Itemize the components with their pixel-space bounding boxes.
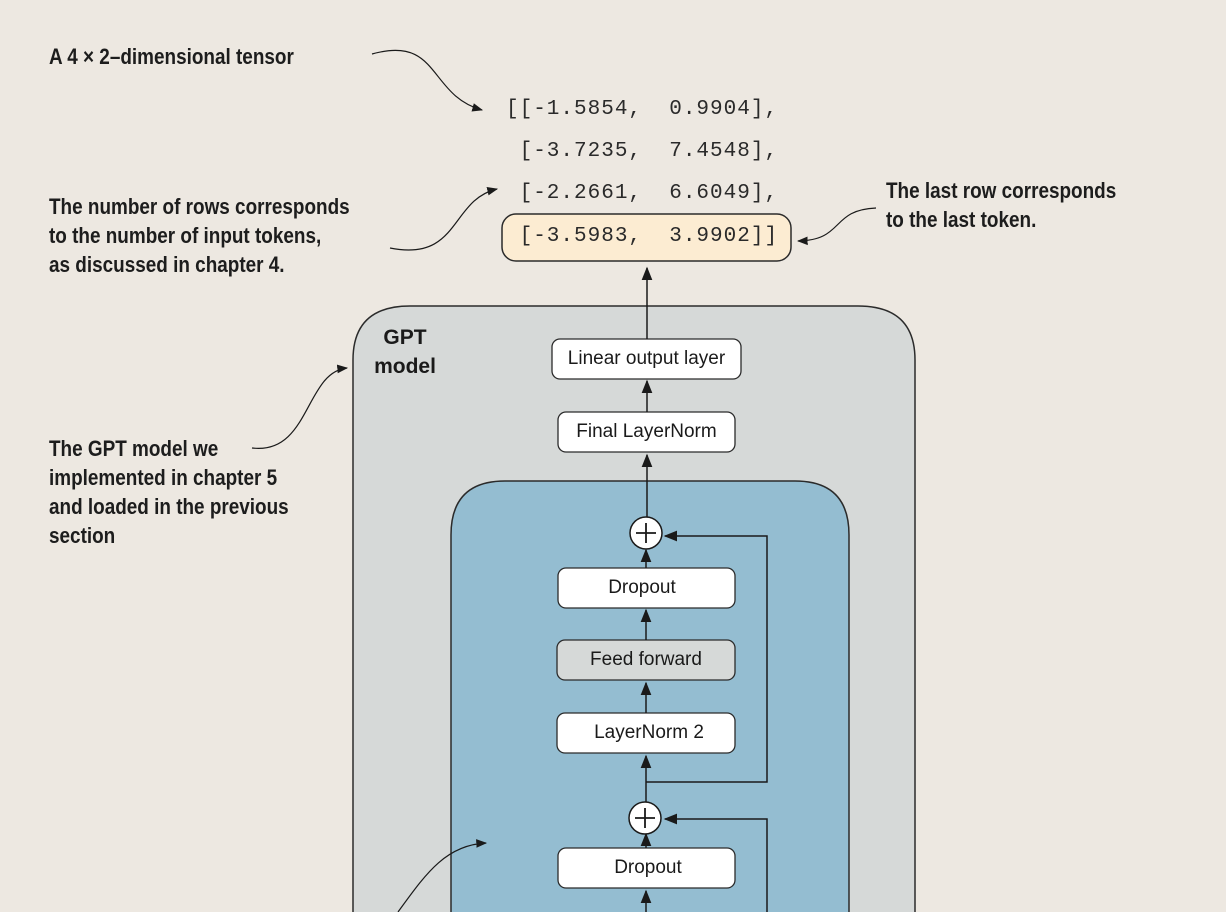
rows-note-line-3: as discussed in chapter 4. [49, 252, 285, 277]
rows-note: The number of rows corresponds to the nu… [49, 192, 350, 279]
dropout-1-label: Dropout [608, 577, 676, 598]
gpt-note-line-4: section [49, 523, 116, 548]
tensor-row-1: [[-1.5854, 0.9904], [506, 98, 779, 121]
final-layernorm-label: Final LayerNorm [576, 421, 717, 442]
rows-note-line-1: The number of rows corresponds [49, 194, 350, 219]
shortcut-connection-1 [646, 530, 768, 783]
rows-note-line-2: to the number of input tokens, [49, 223, 322, 248]
linear-output-layer-label: Linear output layer [567, 348, 726, 369]
tensor-caption-text: A 4 × 2–dimensional tensor [49, 44, 294, 69]
tensor-row-2: [-3.7235, 7.4548], [506, 140, 779, 163]
gpt-model-label: GPT model [362, 323, 448, 381]
last-row-note-line-2: to the last token. [886, 207, 1037, 232]
callout-rows-note [389, 187, 499, 251]
gpt-model-label-line-2: model [374, 355, 436, 378]
dropout-2-label: Dropout [614, 857, 682, 878]
last-row-note-line-1: The last row corresponds [886, 178, 1117, 203]
transformer-block [450, 480, 850, 912]
layernorm-2-label: LayerNorm 2 [594, 722, 704, 743]
feed-forward-label: Feed forward [590, 649, 702, 670]
gpt-note-line-2: implemented in chapter 5 [49, 465, 278, 490]
tensor-row-3: [-2.2661, 6.6049], [506, 182, 779, 205]
gpt-note: The GPT model we implemented in chapter … [49, 434, 289, 550]
tensor-row-4: [-3.5983, 3.9902]] [506, 225, 779, 248]
add-node-2-plus-icon [635, 808, 655, 828]
gpt-note-line-3: and loaded in the previous [49, 494, 289, 519]
callout-last-row-note [796, 207, 877, 246]
tensor-caption: A 4 × 2–dimensional tensor [49, 42, 294, 71]
callout-gpt-note [251, 364, 349, 449]
shortcut-connection-2 [663, 813, 768, 912]
last-row-note: The last row corresponds to the last tok… [886, 176, 1116, 234]
last-row-highlight [501, 213, 792, 262]
add-node-1-plus-icon [636, 523, 656, 543]
callout-tensor-caption [371, 49, 484, 112]
gpt-model-label-line-1: GPT [383, 326, 427, 349]
gpt-note-line-1: The GPT model we [49, 436, 219, 461]
callout-transformer-block [397, 839, 488, 912]
